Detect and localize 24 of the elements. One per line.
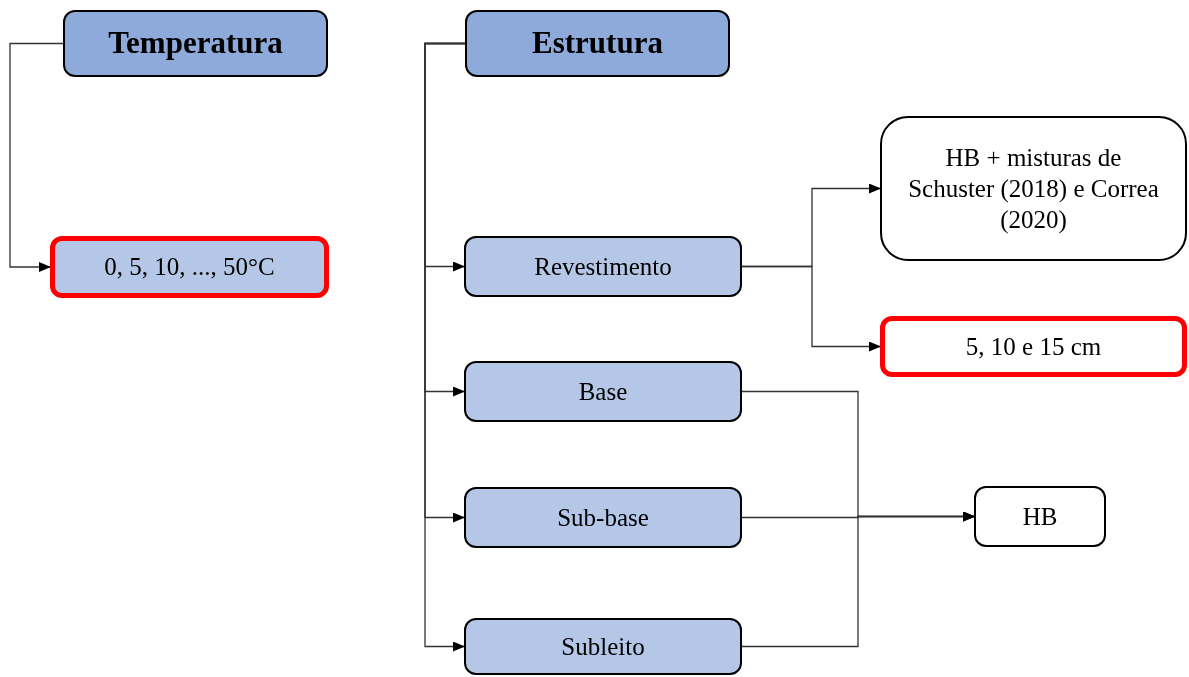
connector-arrow: [9, 42, 64, 272]
node-label: Sub-base: [557, 502, 649, 533]
node-label: Subleito: [561, 631, 645, 662]
layer-box: [464, 236, 742, 297]
node-label: Revestimento: [534, 251, 672, 282]
node-label: HB + misturas de Schuster (2018) e Correa (2020): [907, 142, 1160, 236]
node-label: Estrutura: [532, 24, 663, 63]
node-label: Temperatura: [108, 24, 283, 63]
node-label: HB: [1022, 501, 1058, 532]
layer-box: [464, 618, 742, 675]
connector-arrow: [741, 511, 975, 648]
layer-box: [464, 361, 742, 422]
node-label: 5, 10 e 15 cm: [965, 331, 1102, 362]
material-box: [880, 116, 1187, 261]
node-label: 0, 5, 10, ..., 50°C: [104, 252, 275, 283]
connector-arrow: [424, 42, 466, 652]
category-box: [63, 10, 328, 77]
node-label: Base: [578, 376, 628, 407]
value-box: [50, 236, 329, 298]
thickness-box: [880, 316, 1187, 377]
category-box: [465, 10, 730, 77]
layer-box: [464, 487, 742, 548]
connector-arrow: [741, 265, 881, 352]
material-box: [974, 486, 1106, 547]
